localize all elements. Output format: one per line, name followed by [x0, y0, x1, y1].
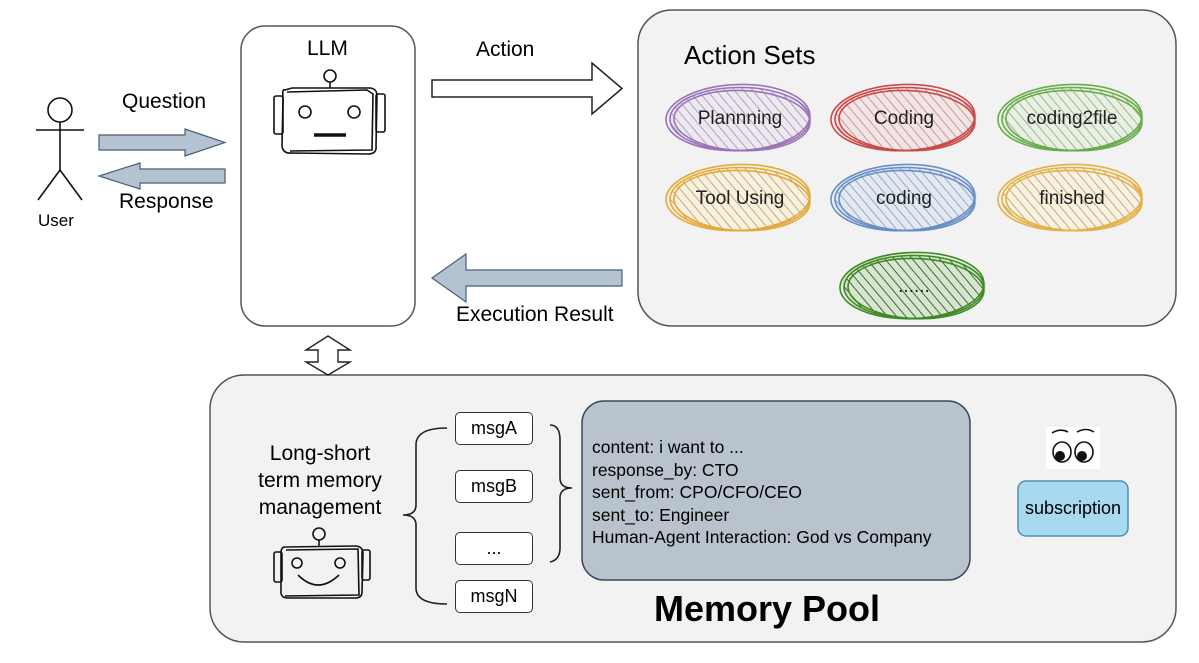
subscription-box	[1017, 480, 1129, 537]
detail-sent-to: sent_to: Engineer	[592, 504, 730, 525]
memory-management-label: Long-short term memory management	[258, 442, 382, 519]
message-n: msgN	[455, 580, 533, 613]
action-item-finished: finished	[1039, 188, 1105, 209]
subscription-label: subscription	[1024, 498, 1122, 518]
detail-response-by: response_by: CTO	[592, 459, 739, 480]
llm-robot-icon	[273, 69, 386, 155]
action-item-coding-upper: Coding	[873, 108, 935, 129]
action-item-more: ......	[898, 276, 930, 297]
detail-content: content: i want to ...	[592, 437, 744, 457]
action-scribble-coding	[830, 163, 977, 232]
message-detail-box	[581, 400, 971, 581]
action-scribble-tool-using	[665, 163, 812, 232]
llm-box	[240, 25, 416, 327]
action-item-coding: coding	[876, 188, 932, 209]
action-scribble-coding-upper	[830, 83, 977, 152]
action-scribble-finished	[997, 163, 1144, 232]
message-b: msgB	[455, 470, 533, 503]
message-detail-brace	[549, 424, 573, 563]
action-scribble-more	[839, 251, 986, 320]
action-label: Action	[476, 38, 535, 61]
response-label: Response	[119, 190, 214, 213]
action-item-tool-using: Tool Using	[695, 188, 785, 209]
memory-pool-title: Memory Pool	[654, 588, 881, 629]
action-item-coding2file: coding2file	[1026, 108, 1118, 129]
action-scribble-plannning	[665, 83, 812, 152]
question-label: Question	[122, 90, 207, 113]
memory-robot-icon	[273, 527, 371, 599]
message-a: msgA	[455, 412, 533, 445]
llm-memory-bidirectional-arrow	[303, 335, 353, 376]
detail-sent-from: sent_from: CPO/CFO/CEO	[592, 482, 803, 502]
response-arrow	[97, 162, 226, 190]
user-label: User	[38, 211, 74, 230]
execution-result-arrow	[430, 252, 623, 304]
detail-interaction: Human-Agent Interaction: God vs Company	[592, 527, 932, 547]
eyes-icon	[1046, 427, 1100, 469]
messages-brace-left	[402, 427, 448, 605]
message-detail-text: content: i want to ... response_by: CTO …	[592, 436, 931, 549]
question-arrow	[98, 128, 227, 157]
action-arrow	[431, 61, 624, 116]
user-stick-figure-icon	[36, 97, 84, 201]
action-scribble-coding2file	[997, 83, 1144, 152]
action-item-plannning: Plannning	[697, 108, 783, 129]
llm-title: LLM	[307, 37, 348, 60]
execution-result-label: Execution Result	[456, 303, 614, 326]
action-sets-title: Action Sets	[684, 40, 816, 70]
message-ellipsis: ...	[455, 532, 533, 565]
